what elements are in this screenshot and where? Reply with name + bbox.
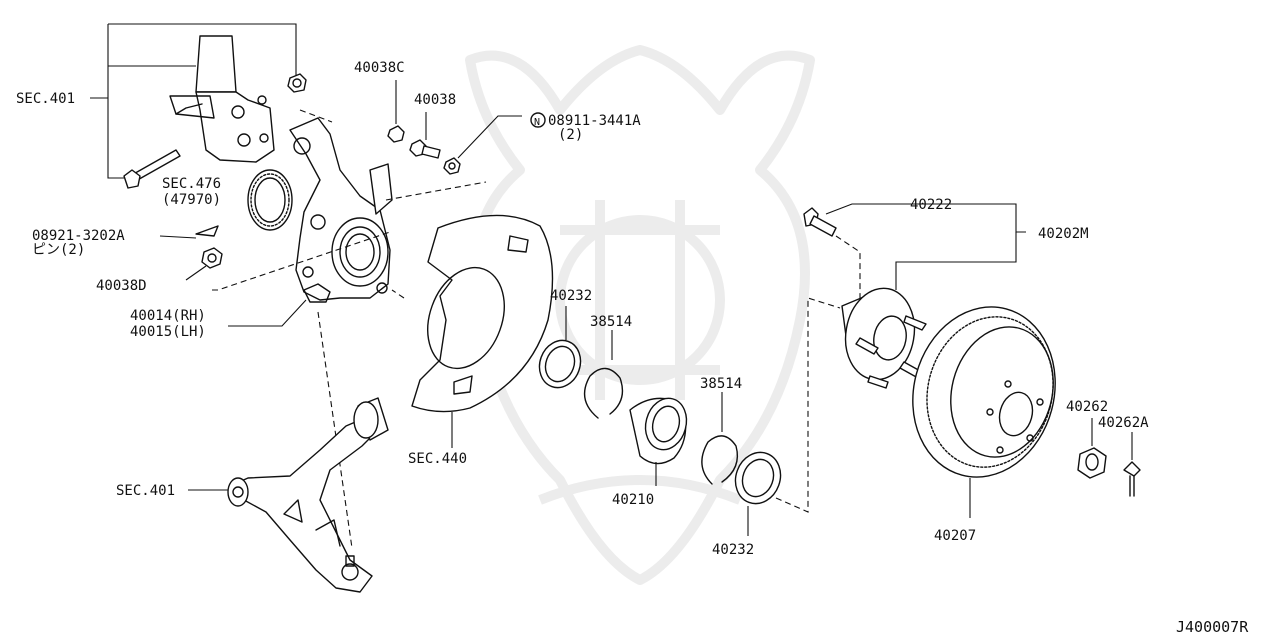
cotter-pin-small: 08921-3202A ピン(2) bbox=[32, 225, 219, 258]
label-40232-bottom[interactable]: 40232 bbox=[712, 542, 754, 558]
diagram-code: J400007R bbox=[1176, 618, 1249, 636]
label-pin-sub[interactable]: ピン(2) bbox=[32, 242, 85, 258]
label-40038d[interactable]: 40038D bbox=[96, 278, 147, 294]
seal-40232-top: 40232 bbox=[538, 288, 592, 389]
brake-disc: 40207 bbox=[912, 306, 1056, 544]
nut-40038d: 40038D bbox=[96, 247, 223, 294]
splash-guard: SEC.440 bbox=[408, 214, 554, 467]
label-38514-bottom[interactable]: 38514 bbox=[700, 376, 742, 392]
sec401-top-callout: SEC.401 bbox=[16, 23, 297, 179]
steering-knuckle bbox=[289, 117, 393, 303]
label-38514-top[interactable]: 38514 bbox=[590, 314, 632, 330]
label-40222[interactable]: 40222 bbox=[910, 197, 952, 213]
label-40038[interactable]: 40038 bbox=[414, 92, 456, 108]
label-40232-top[interactable]: 40232 bbox=[550, 288, 592, 304]
alignment-lines-hub bbox=[775, 235, 861, 513]
label-nut-qty[interactable]: (2) bbox=[558, 127, 583, 143]
label-sec401-bottom[interactable]: SEC.401 bbox=[116, 483, 175, 499]
label-nut-prefix[interactable]: N bbox=[534, 117, 540, 128]
label-40262[interactable]: 40262 bbox=[1066, 399, 1108, 415]
lower-control-arm: SEC.401 bbox=[116, 397, 389, 593]
label-40207[interactable]: 40207 bbox=[934, 528, 976, 544]
hub-nut: 40262 bbox=[1066, 399, 1108, 479]
knuckle-callout: 40014(RH) 40015(LH) bbox=[130, 299, 307, 340]
label-sec401-top[interactable]: SEC.401 bbox=[16, 91, 75, 107]
label-40202m[interactable]: 40202M bbox=[1038, 226, 1089, 242]
seal-40232-bottom: 40232 bbox=[712, 451, 782, 558]
label-40038c[interactable]: 40038C bbox=[354, 60, 405, 76]
sensor-ring: SEC.476 (47970) bbox=[162, 169, 293, 231]
label-sec440[interactable]: SEC.440 bbox=[408, 451, 467, 467]
label-nut-part[interactable]: 08911-3441A bbox=[548, 113, 641, 129]
label-40210[interactable]: 40210 bbox=[612, 492, 654, 508]
strut-assembly bbox=[123, 35, 307, 189]
snap-ring-top: 38514 bbox=[583, 314, 632, 419]
alignment-lines-knuckle bbox=[212, 109, 487, 549]
label-40262a[interactable]: 40262A bbox=[1098, 415, 1149, 431]
wheel-hub bbox=[841, 287, 927, 389]
label-pin-part[interactable]: 08921-3202A bbox=[32, 228, 125, 244]
label-40015[interactable]: 40015(LH) bbox=[130, 324, 206, 340]
cotter-pin: 40262A bbox=[1098, 415, 1149, 497]
wheel-bearing: 40210 bbox=[612, 397, 688, 508]
fasteners-top: 40038C 40038 N 08911-3441A (2) bbox=[354, 60, 641, 175]
label-sec476[interactable]: SEC.476 bbox=[162, 176, 221, 192]
snap-ring-bottom: 38514 bbox=[700, 376, 742, 485]
label-40014[interactable]: 40014(RH) bbox=[130, 308, 206, 324]
hub-bolt: 40222 40202M bbox=[803, 197, 1089, 290]
label-sec476-sub[interactable]: (47970) bbox=[162, 192, 221, 208]
